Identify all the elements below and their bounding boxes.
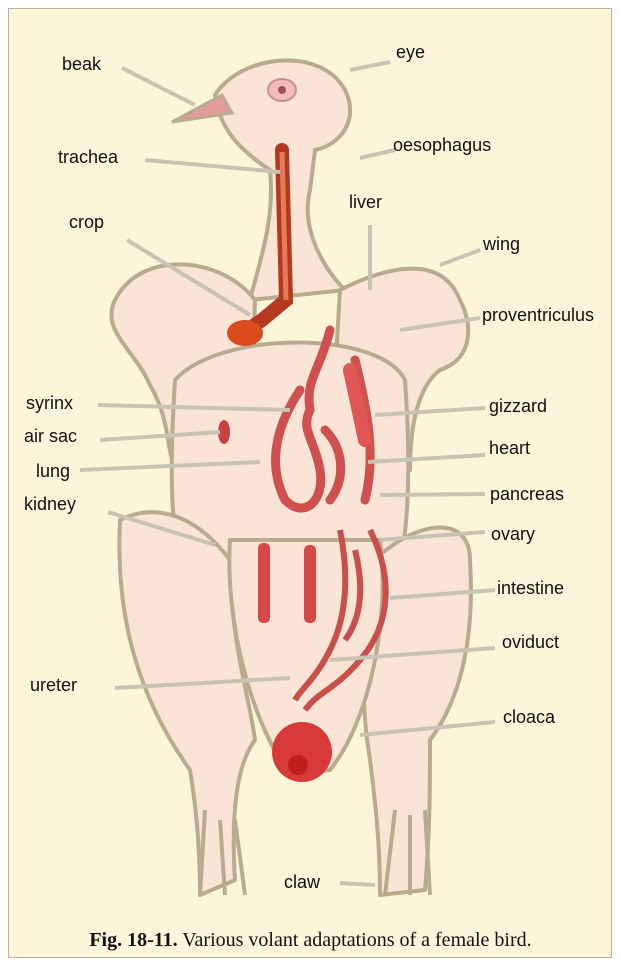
label-syrinx: syrinx — [26, 393, 73, 413]
label-beak: beak — [62, 54, 101, 74]
label-heart: heart — [489, 438, 530, 458]
figure-caption: Fig. 18-11. Various volant adaptations o… — [0, 929, 621, 952]
label-proventriculus: proventriculus — [482, 305, 594, 325]
label-oesophagus: oesophagus — [393, 135, 491, 155]
caption-number: Fig. 18-11. — [89, 929, 177, 951]
kidney-right — [304, 545, 316, 623]
label-pancreas: pancreas — [490, 484, 564, 504]
label-ovary: ovary — [491, 524, 535, 544]
label-gizzard: gizzard — [489, 396, 547, 416]
label-trachea: trachea — [58, 147, 118, 167]
crop-shape — [227, 320, 263, 346]
label-wing: wing — [483, 234, 520, 254]
label-liver: liver — [349, 192, 382, 212]
kidney-left — [258, 543, 270, 623]
label-air-sac: air sac — [24, 426, 77, 446]
label-crop: crop — [69, 212, 104, 232]
label-intestine: intestine — [497, 578, 564, 598]
eye-pupil — [278, 86, 286, 94]
label-kidney: kidney — [24, 494, 76, 514]
label-lung: lung — [36, 461, 70, 481]
label-cloaca: cloaca — [503, 707, 555, 727]
label-eye: eye — [396, 42, 425, 62]
label-oviduct: oviduct — [502, 632, 559, 652]
label-ureter: ureter — [30, 675, 77, 695]
caption-text: Various volant adaptations of a female b… — [178, 929, 532, 951]
cloaca-inner — [288, 755, 308, 775]
label-claw: claw — [284, 872, 320, 892]
